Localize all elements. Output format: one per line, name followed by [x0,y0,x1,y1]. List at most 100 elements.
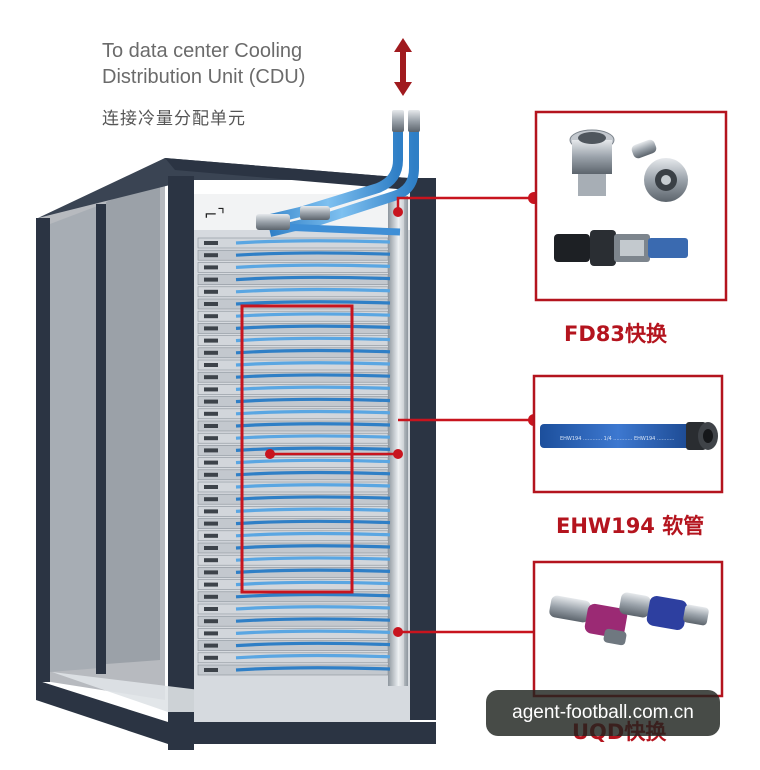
server-handle [204,509,218,514]
server-hose [235,605,391,611]
server-highlight-box [240,304,354,594]
watermark: agent-football.com.cn [486,690,720,736]
hose-print-text: EHW194 ............ 1/4 ............ EHW… [560,436,675,442]
callout-dot-manifold [393,449,403,459]
server-hose [235,544,391,550]
server-hose [235,336,391,343]
server-handle [204,424,218,428]
server-hoses [235,239,391,672]
server-hose [235,287,391,294]
server-handle [204,619,218,624]
rack-front-post-left [168,176,194,750]
server-hose [235,324,391,330]
rack-front-post-right [410,178,436,720]
cdu-label-chinese: 连接冷量分配单元 [102,109,246,129]
server-handle [204,387,218,392]
server-hose [235,568,391,574]
server-handle [204,448,218,453]
server-hose [235,397,391,404]
flow-direction-arrow-icon [394,38,412,96]
cdu-label-line2: Distribution Unit (CDU) [102,66,306,88]
server-handle [204,521,218,526]
server-handle [204,607,218,611]
server-hose [235,556,391,562]
server-handle [204,241,218,245]
server-hose [235,458,391,465]
server-hose [235,275,391,282]
uqd-callout [532,560,724,698]
server-handle [204,253,218,258]
server-hose [235,617,391,623]
server-handle [204,375,218,380]
server-handle [204,485,218,489]
uqd-coupling-icon [549,592,709,646]
server-handle [204,497,218,502]
supply-pipes [256,110,420,237]
quick-coupling-icon [554,129,688,266]
server-handle [204,533,218,538]
server-hose [235,263,391,269]
hose-icon: EHW194 ............ 1/4 ............ EHW… [540,422,718,450]
server-handle [204,570,218,575]
server-handle [204,594,218,599]
server-hose [235,592,391,599]
server-hose [235,361,391,367]
cdu-label-line1: To data center Cooling [102,40,303,62]
server-hose [235,312,391,318]
server-handle [204,277,218,282]
server-hose [235,239,391,245]
server-handle [204,363,218,367]
server-hose [235,446,391,452]
callout-dot-fd83 [393,207,403,217]
server-handle [204,655,218,660]
server-handle [204,314,218,319]
server-hose [235,666,391,672]
server-stack [197,237,389,676]
server-handle [204,350,218,355]
server-hose [235,251,391,257]
server-handle [204,411,218,416]
server-handle [204,265,218,270]
server-hose [235,507,391,513]
server-handle [204,546,218,550]
server-handle [204,582,218,587]
server-handle [204,399,218,404]
server-hose [235,495,391,501]
svg-text:⌐⌝: ⌐⌝ [204,205,225,224]
server-hose [235,531,391,538]
server-handle [204,643,218,648]
server-handle [204,460,218,465]
server-handle [204,558,218,563]
callout-dot-highlight [265,449,275,459]
ehw194-label: EHW194 软管 [556,514,705,538]
server-handle [204,302,218,306]
server-hose [235,422,391,428]
server-hose [235,629,391,635]
server-hose [235,409,391,416]
server-hose [235,434,391,440]
server-handle [204,338,218,343]
server-hose [235,470,391,477]
cdu-label-english: To data center Cooling Distribution Unit… [102,38,362,90]
fd83-label: FD83快换 [564,322,668,346]
server-hose [235,580,391,587]
server-handle [204,668,218,672]
server-handle [204,326,218,331]
server-hose [235,519,391,526]
coolant-manifold [388,196,408,686]
server-handle [204,472,218,477]
server-hose [235,348,391,355]
server-hose [235,653,391,660]
server-hose [235,373,391,379]
fd83-callout [534,110,728,302]
server-handle [204,631,218,636]
server-hose [235,300,391,306]
server-hose [235,641,391,648]
ehw194-callout: EHW194 ............ 1/4 ............ EHW… [532,374,724,494]
server-handle [204,289,218,294]
server-handle [204,436,218,441]
callout-dot-uqd [393,627,403,637]
server-hose [235,385,391,391]
server-hose [235,483,391,489]
